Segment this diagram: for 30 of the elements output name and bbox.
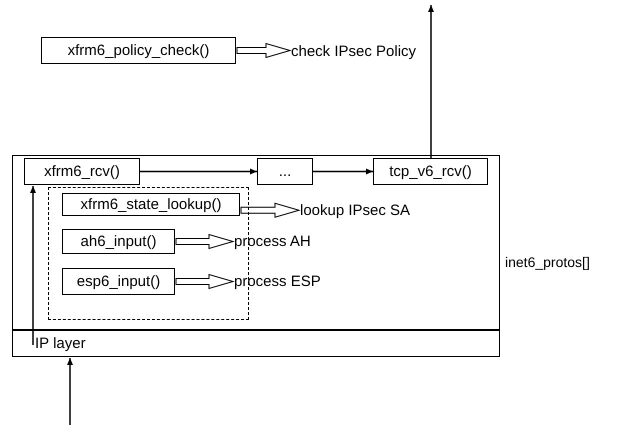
function-box [62,229,175,254]
function-box [24,158,140,185]
node-label: ... [278,164,292,179]
node-label: check IPsec Policy [291,44,416,58]
function-box [373,158,488,185]
arrow [67,358,73,425]
node-label: tcp_v6_rcv() [389,164,472,179]
block-arrow [240,202,301,218]
node-label: esp6_input() [76,274,160,289]
block-arrow [176,234,235,250]
arrow [428,5,434,158]
block-arrow [236,42,292,58]
arrow [30,186,36,345]
function-box [62,193,240,216]
node-label: xfrm6_rcv() [44,164,120,179]
node-label: ah6_input() [80,234,156,249]
function-box [41,37,236,64]
side-label: inet6_protos[] [505,253,590,272]
node-label: xfrm6_state_lookup() [80,197,222,212]
arrow [140,168,257,174]
node-label: process AH [234,234,311,248]
node-label: process ESP [234,274,321,288]
node-label: xfrm6_policy_check() [68,43,210,58]
block-arrow [176,274,235,290]
function-box [62,268,175,295]
node-label: IP layer [35,336,86,351]
function-box [257,158,313,185]
arrow [313,168,373,174]
layer-band [12,330,500,357]
node-label: lookup IPsec SA [300,202,410,218]
